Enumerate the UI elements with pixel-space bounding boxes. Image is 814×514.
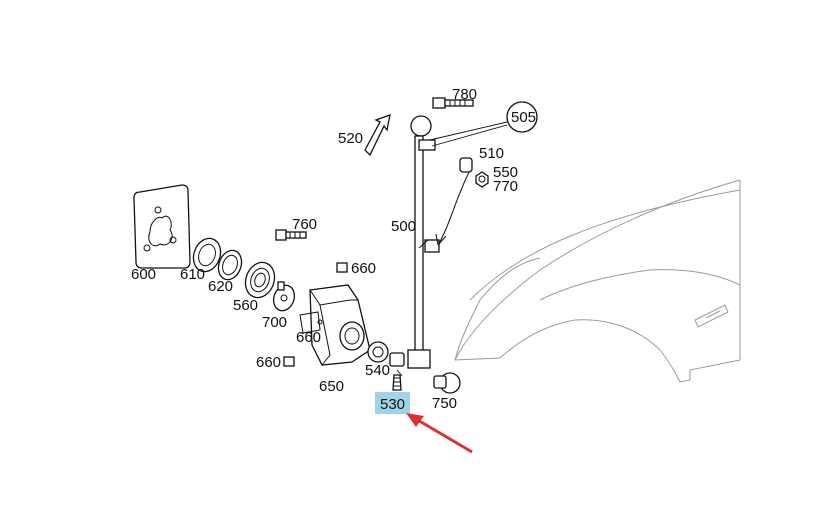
label-750: 750 <box>432 395 457 412</box>
fitting-540-icon <box>389 352 405 367</box>
cap-750-icon <box>433 372 461 394</box>
ring-610-icon <box>192 237 222 273</box>
label-650: 650 <box>319 378 344 395</box>
label-660-top: 660 <box>351 260 376 277</box>
ring-620-icon <box>217 249 243 281</box>
middle-clamp-icon <box>424 239 440 253</box>
label-660-bottom: 660 <box>256 354 281 371</box>
highlight-530-box <box>375 392 410 414</box>
label-510: 510 <box>479 145 504 162</box>
label-520: 520 <box>338 130 363 147</box>
label-660-middle: 660 <box>296 329 321 346</box>
label-760: 760 <box>292 216 317 233</box>
nut-550-icon <box>475 171 489 188</box>
label-530: 530 <box>380 396 405 413</box>
label-550: 550 <box>493 164 518 181</box>
label-700: 700 <box>262 314 287 331</box>
red-arrow-icon <box>406 413 473 454</box>
label-560: 560 <box>233 297 258 314</box>
lower-clamp-icon <box>407 349 431 369</box>
hub-700-icon <box>272 281 296 312</box>
arrow-520-icon <box>364 114 391 157</box>
washer-icon <box>367 341 389 363</box>
label-780: 780 <box>452 86 477 103</box>
ref-505-group <box>429 101 538 147</box>
clip-660-top-icon <box>336 262 348 273</box>
label-505: 505 <box>511 109 536 126</box>
plate-600-icon <box>133 184 191 269</box>
swing-arc-icon <box>437 169 471 246</box>
rod-assembly <box>407 115 471 369</box>
label-500: 500 <box>391 218 416 235</box>
label-620: 620 <box>208 278 233 295</box>
label-540: 540 <box>365 362 390 379</box>
label-610: 610 <box>180 266 205 283</box>
ref-505-circle-icon <box>506 101 538 133</box>
upper-clamp-icon <box>418 139 436 151</box>
fender-outline <box>454 179 741 383</box>
ring-560-icon <box>244 261 276 299</box>
ball-knob-icon <box>410 115 432 137</box>
label-600: 600 <box>131 266 156 283</box>
leader-lines <box>396 239 429 377</box>
clip-660-bottom-icon <box>283 356 295 367</box>
screw-530-icon <box>392 374 402 391</box>
label-770: 770 <box>493 178 518 195</box>
clip-510-icon <box>459 157 473 173</box>
bolt-760-icon <box>275 229 307 241</box>
bolt-780-icon <box>432 97 474 109</box>
bracket-650-icon <box>299 284 371 366</box>
